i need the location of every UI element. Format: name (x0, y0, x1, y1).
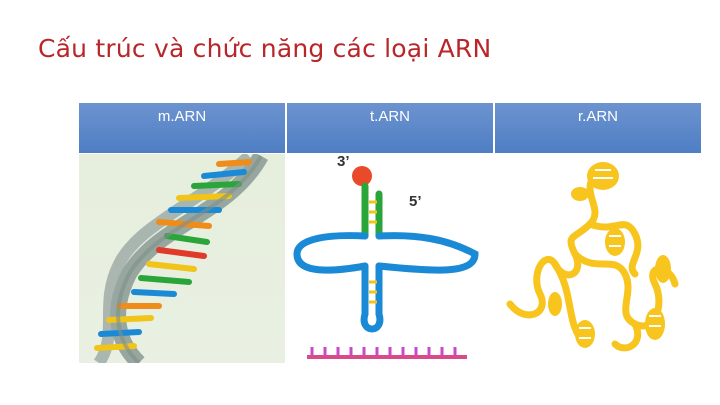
rrna-image-cell (495, 154, 701, 363)
mrna-helix-illustration (93, 154, 269, 363)
trna-image-cell: 3’ 5’ (287, 154, 493, 363)
trna-cloverleaf-illustration: 3’ 5’ (293, 154, 479, 359)
header-mrna: m.ARN (79, 103, 285, 153)
mrna-image-cell (79, 154, 285, 363)
arn-comparison-table: m.ARN t.ARN r.ARN (79, 103, 701, 363)
header-trna: t.ARN (287, 103, 493, 153)
trna-5-prime-label: 5’ (409, 193, 422, 210)
amino-acid-icon (352, 166, 372, 186)
trna-3-prime-label: 3’ (337, 154, 350, 170)
header-rrna: r.ARN (495, 103, 701, 153)
slide-title: Cấu trúc và chức năng các loại ARN (38, 34, 492, 63)
rrna-strand-illustration (506, 162, 679, 352)
